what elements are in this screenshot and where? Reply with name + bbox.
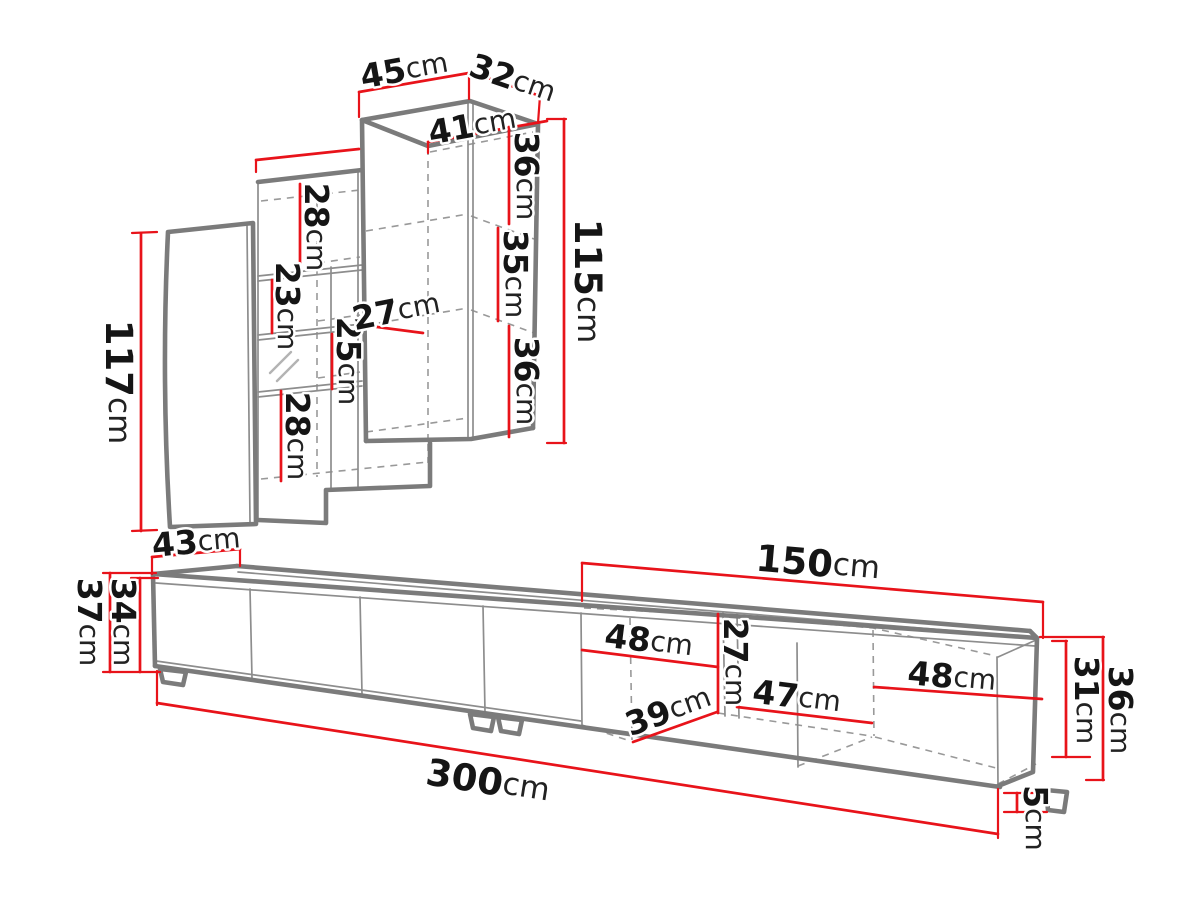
- tv-stand-leg: [1043, 787, 1070, 815]
- dim-label-comp-left-width: 48cm: [603, 615, 696, 665]
- tv-stand-dimension-labels: 43cm 150cm 37cm 34cm 48cm 27cm 47cm 48cm…: [68, 518, 1143, 853]
- dim-label-wall-top-depth: 32cm: [465, 45, 561, 111]
- dim-label-total-length: 300cm: [423, 750, 553, 812]
- dim-label-shelf-bottom: 36cm: [508, 337, 547, 426]
- wall-unit-hidden-edges: [260, 131, 535, 480]
- dim-label-comp2: 23cm: [269, 262, 308, 351]
- dim-label-comp-right-width: 48cm: [906, 653, 998, 700]
- dim-label-inner-depth: 39cm: [620, 677, 717, 744]
- dim-label-comp3: 25cm: [330, 317, 369, 406]
- wall-unit-dimension-lines: [130, 71, 568, 533]
- tv-stand-leg: [157, 666, 189, 688]
- glass-shine-icon: [268, 350, 293, 375]
- wall-unit-panel-edges: [246, 101, 474, 523]
- dim-label-shelf-mid: 35cm: [497, 230, 536, 319]
- dim-label-cabinet-height: 115cm: [567, 219, 610, 343]
- dim-label-inner-height: 27cm: [717, 618, 756, 707]
- dim-label-height-inner: 34cm: [105, 578, 144, 667]
- dim-label-wall-top-width: 45cm: [357, 42, 451, 96]
- dim-label-shelf-top: 36cm: [508, 132, 547, 221]
- tv-stand-leg: [495, 714, 525, 737]
- dim-label-comp1: 28cm: [298, 183, 337, 272]
- dim-label-half-length: 150cm: [754, 536, 882, 590]
- dim-label-height-outer: 37cm: [71, 578, 110, 667]
- dim-label-door-height: 117cm: [98, 320, 141, 444]
- dim-label-comp-mid-width: 47cm: [751, 671, 844, 721]
- dim-label-wall-inner-width: 41cm: [425, 98, 519, 152]
- tv-stand-outline: [150, 563, 1070, 815]
- dim-label-leg-height: 5cm: [1017, 785, 1056, 851]
- wall-unit-outline: [162, 98, 541, 530]
- dim-label-end-height-outer: 36cm: [1102, 666, 1141, 755]
- dim-label-depth-top: 43cm: [150, 518, 242, 565]
- dim-label-shelf-depth: 27cm: [349, 282, 443, 337]
- wall-unit-dimension-labels: 45cm 32cm 41cm 36cm 35cm 36cm 115cm 28cm…: [95, 42, 612, 483]
- dim-label-end-height-inner: 31cm: [1068, 656, 1107, 745]
- glass-shine-icon: [275, 358, 300, 383]
- tv-stand-dimension-lines: [101, 547, 1106, 840]
- dim-label-comp4: 28cm: [279, 392, 318, 481]
- tv-stand-leg: [467, 711, 497, 734]
